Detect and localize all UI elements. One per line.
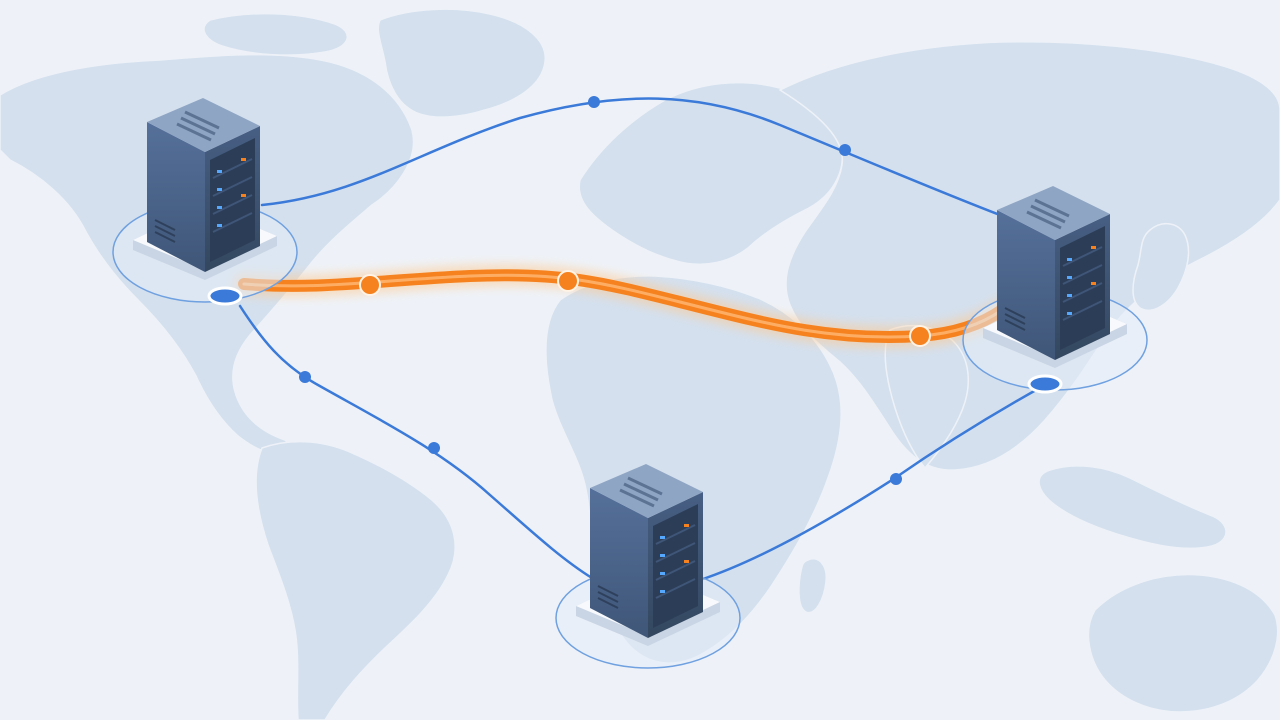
waypoint-dot[interactable] [588,96,600,108]
drive-bays [1062,246,1103,321]
side-vent-icon [1004,307,1026,331]
drive-bays [655,524,696,599]
landmass-greenland [377,8,546,118]
waypoint-dot[interactable] [839,144,851,156]
waypoint-dot[interactable] [428,442,440,454]
landmass-southeast-asia-islands [1038,465,1227,550]
link-north-america-to-east-asia-north[interactable] [260,97,1002,217]
waypoint-dot-active[interactable] [909,325,931,347]
server-rack-icon [147,98,260,272]
drive-bays [212,158,253,233]
status-leds [660,524,689,593]
waypoint-dot[interactable] [890,473,902,485]
waypoint-dot-active[interactable] [557,270,579,292]
landmass-japan [1132,223,1190,311]
landmass-europe [578,81,844,266]
server-node-north-america[interactable] [112,98,298,306]
landmass-madagascar [798,558,827,614]
status-leds [217,158,246,227]
side-vent-icon [597,585,619,609]
server-node-southern-africa[interactable] [555,464,741,669]
vent-icon [619,476,663,508]
waypoint-dot-active[interactable] [359,274,381,296]
landmass-south-america [255,440,456,720]
connection-port-icon[interactable] [1027,374,1063,394]
server-rack-icon [997,186,1110,360]
status-leds [1067,246,1096,315]
waypoint-dots [299,96,931,485]
connection-port-icon[interactable] [207,286,243,306]
vent-icon [176,110,220,142]
landmass-australia [1087,573,1279,713]
server-node-east-asia[interactable] [962,186,1148,394]
server-rack-icon [590,464,703,638]
side-vent-icon [154,219,176,243]
landmass-arctic-islands [203,12,348,56]
waypoint-dot[interactable] [299,371,311,383]
link-north-america-to-southern-africa[interactable] [238,304,594,580]
vent-icon [1026,198,1070,230]
